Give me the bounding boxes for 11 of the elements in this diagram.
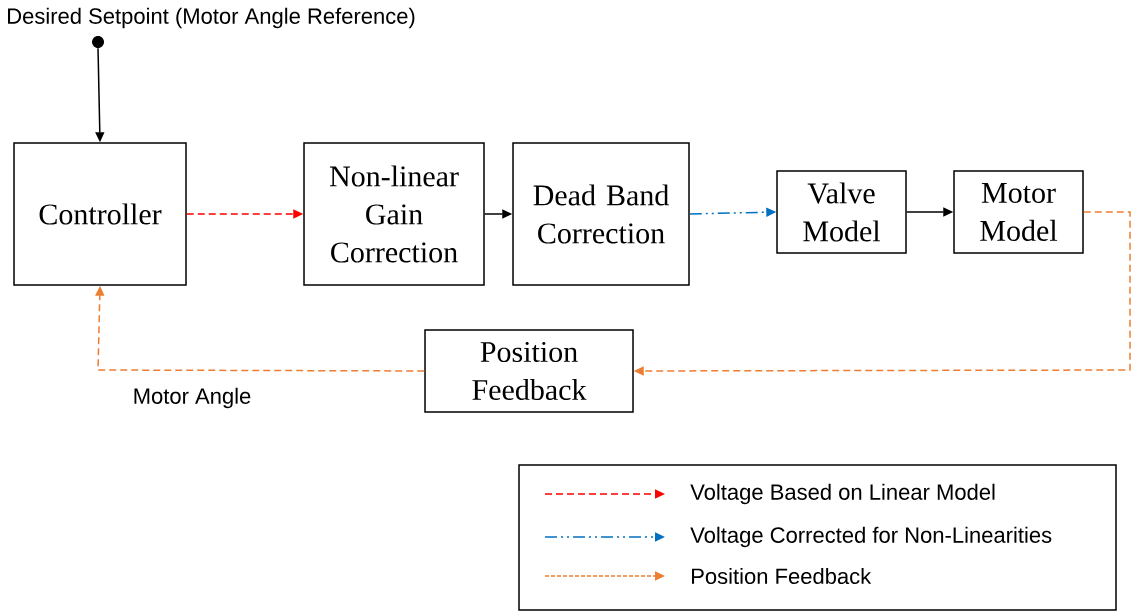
process-box: Controller [13,142,187,286]
legend-label: Voltage Corrected for Non-Linearities [690,526,1052,548]
process-box: Valve Model [776,170,907,254]
process-box: Dead Band Correction [512,142,690,286]
process-box: Non-linear Gain Correction [303,142,485,286]
legend-label: Voltage Based on Linear Model [690,483,995,505]
process-box: Position Feedback [424,329,634,413]
legend-label: Position Feedback [692,567,872,585]
process-box: Motor Model [953,170,1084,254]
edge-label: Motor Angle [130,385,254,411]
setpoint-label: Desired Setpoint (Motor Angle Reference) [8,7,415,29]
